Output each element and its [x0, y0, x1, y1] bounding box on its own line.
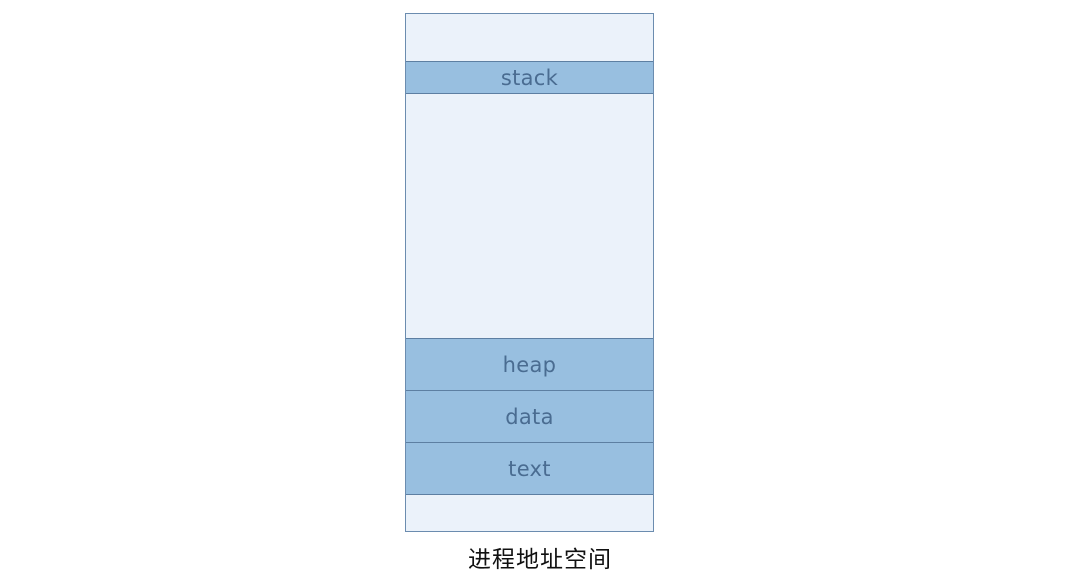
segment-data-label: data	[505, 404, 554, 429]
segment-text: text	[406, 442, 653, 495]
segment-stack: stack	[406, 61, 653, 94]
process-address-space-box: stack heap data text	[405, 13, 654, 532]
segment-top-unused	[406, 14, 653, 62]
segment-bottom-unused	[406, 495, 653, 531]
segment-free-gap	[406, 94, 653, 339]
diagram-caption: 进程地址空间	[468, 547, 612, 573]
segment-heap-label: heap	[502, 352, 557, 377]
segment-heap: heap	[406, 338, 653, 391]
segment-data: data	[406, 390, 653, 443]
segment-text-label: text	[508, 456, 551, 481]
segment-stack-label: stack	[500, 65, 559, 90]
